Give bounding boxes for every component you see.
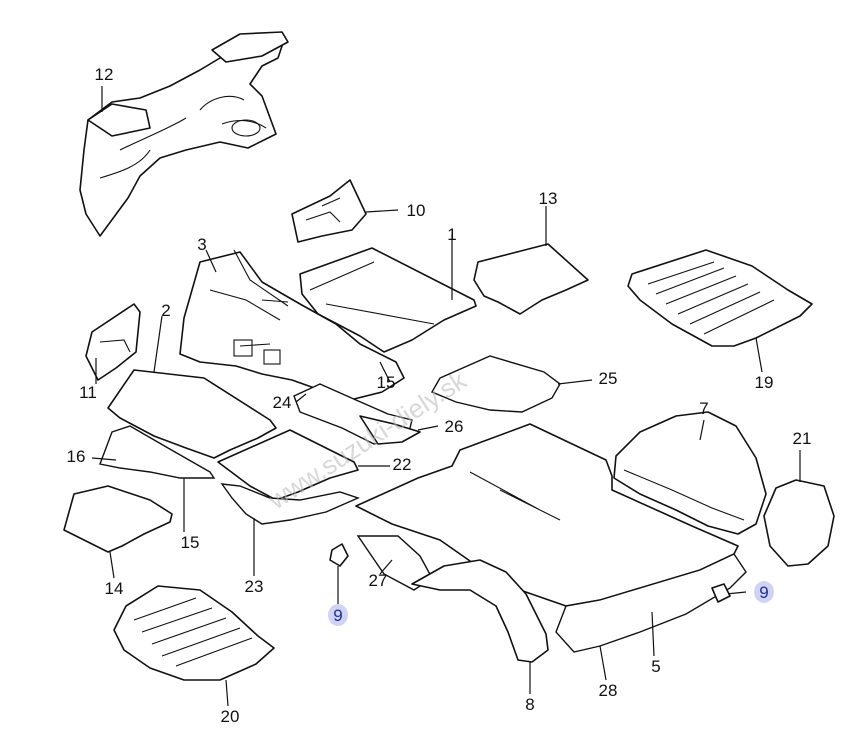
part-22-mat xyxy=(217,429,359,501)
part-8-wheel-arch xyxy=(411,559,549,663)
part-10-bracket xyxy=(291,179,367,243)
callout-26: 26 xyxy=(445,417,464,436)
callout-12: 12 xyxy=(95,65,114,84)
callout-labels: 12 10 13 3 1 19 2 11 15 25 24 26 7 21 16… xyxy=(67,65,812,726)
callout-25: 25 xyxy=(599,369,618,388)
leader-lines xyxy=(91,86,801,707)
part-24-26-insulators xyxy=(293,383,421,445)
callout-14: 14 xyxy=(105,579,124,598)
callout-9-right-highlight xyxy=(754,581,774,603)
part-21-cover xyxy=(763,479,835,567)
callout-20: 20 xyxy=(221,707,240,726)
part-11-bracket xyxy=(85,303,141,381)
part-9-clip-left xyxy=(329,543,349,567)
callout-27: 27 xyxy=(369,571,388,590)
callout-5: 5 xyxy=(651,657,660,676)
callout-21: 21 xyxy=(793,429,812,448)
callout-15-lower: 15 xyxy=(181,533,200,552)
callout-9-right: 9 xyxy=(759,583,768,602)
callout-22: 22 xyxy=(393,455,412,474)
callout-28: 28 xyxy=(599,681,618,700)
part-16-15-floor-left xyxy=(99,425,216,479)
part-7-wheelhouse-cover xyxy=(613,411,767,535)
part-12-firewall-insulator xyxy=(79,31,289,237)
callout-19: 19 xyxy=(755,373,774,392)
callout-8: 8 xyxy=(525,695,534,714)
callout-9-left: 9 xyxy=(333,606,342,625)
part-25-mat xyxy=(430,355,561,413)
part-1-panel xyxy=(299,247,477,353)
callout-3: 3 xyxy=(197,235,206,254)
callout-15-upper: 15 xyxy=(377,373,396,392)
callout-7: 7 xyxy=(699,399,708,418)
callout-1: 1 xyxy=(447,225,456,244)
callout-11: 11 xyxy=(79,383,97,402)
callout-13: 13 xyxy=(539,189,558,208)
callout-24: 24 xyxy=(273,393,292,412)
part-5-rear-floor xyxy=(355,423,747,653)
part-19-rear-tray xyxy=(627,249,813,347)
callout-16: 16 xyxy=(67,447,86,466)
part-14-mat xyxy=(63,485,173,553)
callout-9-left-highlight xyxy=(328,604,348,626)
part-3-tunnel-insulator xyxy=(179,249,405,401)
callout-10: 10 xyxy=(407,201,426,220)
callout-23: 23 xyxy=(245,577,264,596)
part-20-front-tray xyxy=(113,585,275,681)
part-9-clip-right xyxy=(711,583,731,603)
callout-2: 2 xyxy=(161,301,170,320)
part-23-floor-insulator xyxy=(220,483,360,525)
part-13-mat xyxy=(473,243,589,315)
part-2-floor-mat xyxy=(107,369,277,459)
